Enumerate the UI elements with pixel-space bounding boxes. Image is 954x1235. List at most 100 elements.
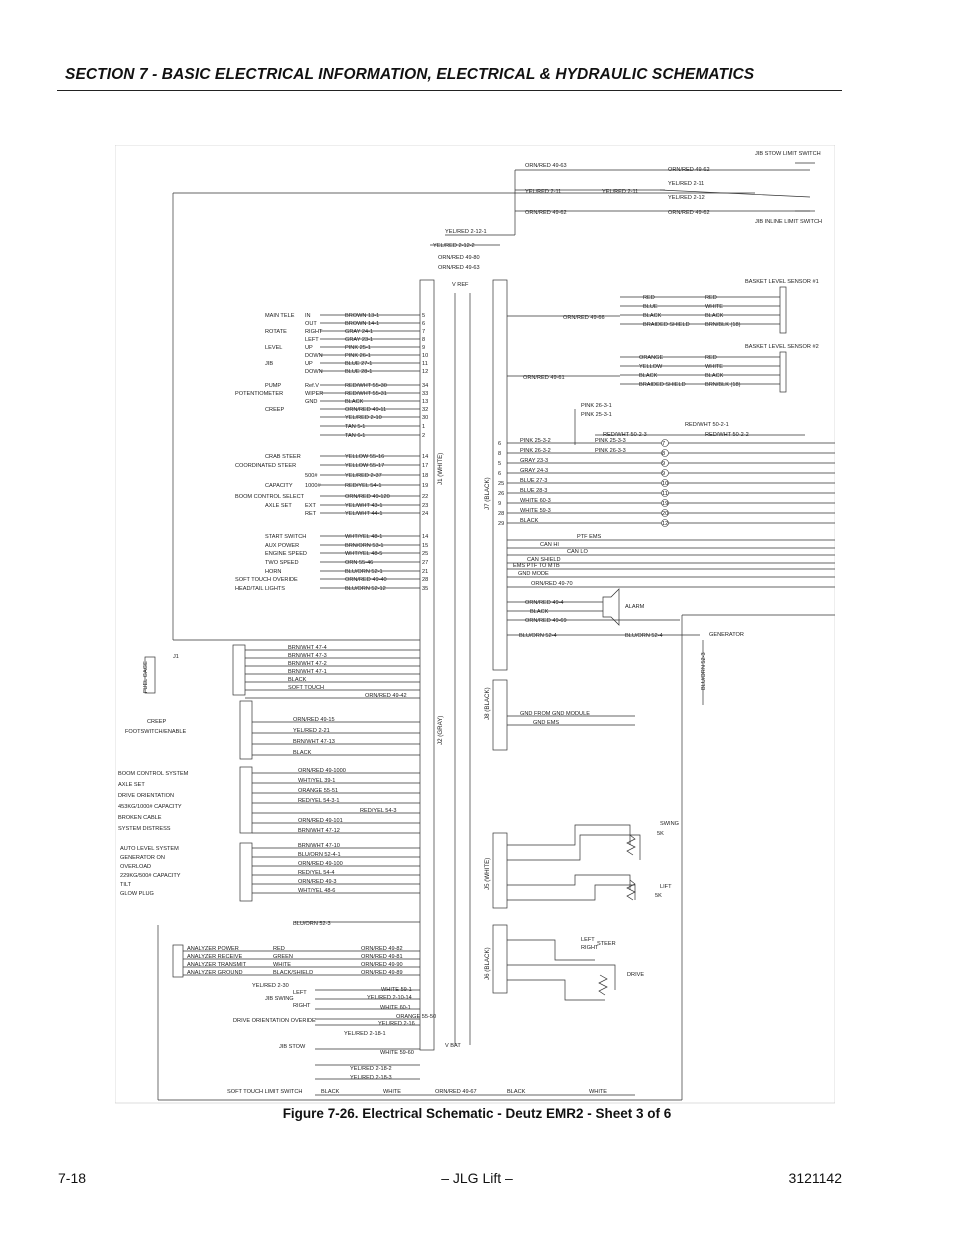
bottom-wire-label: YEL/RED 2-18-3	[350, 1075, 392, 1081]
j4-function-label: AUTO LEVEL SYSTEM	[120, 846, 179, 852]
j4-wire-label: RED/YEL 54-4	[298, 870, 334, 876]
pin-number: 5	[498, 461, 501, 467]
function-label: AUX POWER	[265, 543, 299, 549]
can-label: CAN HI	[540, 542, 559, 548]
j7-wire-label: GRAY 23-3	[520, 458, 548, 464]
can-label: CAN SHIELD	[527, 557, 561, 563]
j3-wire-label: RED/YEL 54-3-1	[298, 798, 339, 804]
j7-wire-label: GRAY 24-3	[520, 468, 548, 474]
j3-wire-label: RED/YEL 54-3	[360, 808, 396, 814]
pin-number: 1	[422, 424, 425, 430]
sensor-wire-label: BLACK	[639, 373, 658, 379]
pin-number: 33	[422, 391, 428, 397]
wire-orn-red-49-61: ORN/RED 49-61	[523, 375, 565, 381]
connector-number: 7	[662, 441, 665, 447]
footer-center: – JLG Lift –	[441, 1170, 513, 1186]
wire-right-1: YEL/RED 2-11	[668, 181, 704, 187]
lift-sub: 5K	[655, 893, 662, 899]
pin-number: 25	[498, 481, 504, 487]
wire-label: YEL/WHT 44-1	[345, 511, 383, 517]
page-number: 7-18	[58, 1170, 87, 1186]
j6-label: J6 (BLACK)	[484, 947, 491, 980]
jib-swing-label: JIB SWING	[265, 996, 294, 1002]
connector-number: 20	[662, 511, 668, 517]
wire-label: RED/WHT 55-31	[345, 391, 387, 397]
pin-number: 8	[422, 337, 425, 343]
bottom-wire-label: ORANGE 55-50	[396, 1014, 436, 1020]
switch-position: UP	[305, 361, 313, 367]
function-label: TWO SPEED	[265, 560, 299, 566]
steer-left: LEFT	[581, 937, 595, 943]
j4-function-label: OVERLOAD	[120, 864, 151, 870]
wire-label: YEL/RED 2-37	[345, 473, 382, 479]
function-label: AXLE SET	[265, 503, 292, 509]
wire-label: BLU/ORN 52-1	[345, 569, 383, 575]
sensor-wire-label: YELLOW	[639, 364, 663, 370]
analyzer-wire-label: ORN/RED 49-89	[361, 970, 403, 976]
connector-number: 8	[662, 451, 665, 457]
analyzer-wire-label: ORN/RED 49-81	[361, 954, 403, 960]
pin-number: 6	[498, 471, 501, 477]
function-label: LEVEL	[265, 345, 282, 351]
wire-label: YELLOW 55-17	[345, 463, 384, 469]
wire-label: PINK 25-1	[345, 345, 371, 351]
electrical-schematic: JIB STOW LIMIT SWITCH JIB INLINE LIMIT S…	[115, 145, 835, 1104]
gnd-ems: GND EMS	[533, 720, 559, 726]
sensor-right-label: BRN/BLK (18)	[705, 382, 741, 388]
pin-number: 12	[422, 369, 428, 375]
j7-far-label: PINK 26-3-3	[595, 448, 626, 454]
function-label: SOFT TOUCH OVERIDE	[235, 577, 298, 583]
sensor-right-label: BRN/BLK (18)	[705, 322, 741, 328]
pin-number: 35	[422, 586, 428, 592]
generator-label: GENERATOR	[709, 632, 744, 638]
bottom-wire-label: YEL/RED 2-30	[252, 983, 289, 989]
analyzer-item-label: ANALYZER TRANSMIT	[187, 962, 247, 968]
connector-number: 9	[662, 461, 665, 467]
bottom-wire-label: YEL/RED 2-16	[378, 1021, 415, 1027]
wire-yel-red-2-12-1: YEL/RED 2-12-1	[445, 229, 487, 235]
alarm-icon	[602, 588, 620, 626]
wire-label: ORN/RED 49-120	[345, 494, 390, 500]
wire-label: BROWN 14-1	[345, 321, 379, 327]
wire-alarm-0: ORN/RED 49-4	[525, 600, 564, 606]
switch-position: Ref.V	[305, 383, 319, 389]
wire-label: WHT/YEL 48-5	[345, 551, 382, 557]
footswitch-label: FOOTSWITCH/ENABLE	[125, 729, 186, 735]
function-label: CRAB STEER	[265, 454, 301, 460]
pin-number: 26	[498, 491, 504, 497]
wire-orn-red-49-66: ORN/RED 49-66	[563, 315, 605, 321]
bottom-wire-label: WHITE	[589, 1089, 607, 1095]
pin-number: 2	[422, 433, 425, 439]
pin-number: 6	[498, 441, 501, 447]
wire-label: BROWN 13-1	[345, 313, 379, 319]
connector-circle	[661, 509, 669, 517]
header-rule	[57, 90, 842, 91]
wire-orn-red-49-80: ORN/RED 49-80	[438, 255, 480, 261]
wire-blu-orn-52-3-b: BLU/ORN 52-3	[293, 921, 331, 927]
j3-function-label: DRIVE ORIENTATION	[118, 793, 174, 799]
switch-position: LEFT	[305, 337, 319, 343]
v-bat-label: V BAT	[445, 1043, 461, 1049]
j2-wire-label: YEL/RED 2-21	[293, 728, 330, 734]
swing-sub: 5K	[657, 831, 664, 837]
pin-number: 13	[422, 399, 428, 405]
wire-label: RED/YEL 54-1	[345, 483, 381, 489]
basket-level-sensor-1-label: BASKET LEVEL SENSOR #1	[745, 279, 819, 285]
switch-position: 500#	[305, 473, 318, 479]
connector-j1-j2	[419, 279, 435, 1051]
bottom-wire-label: YEL/RED 2-18-2	[350, 1066, 392, 1072]
wire-label: YELLOW 55-16	[345, 454, 384, 460]
sensor-right-label: WHITE	[705, 304, 723, 310]
connector-j6	[492, 924, 508, 994]
pin-number: 15	[422, 543, 428, 549]
pin-number: 22	[422, 494, 428, 500]
switch-position: WIPER	[305, 391, 323, 397]
fuel-wire-label: BRN/WHT 47-2	[288, 661, 327, 667]
wire-label: WHT/YEL 48-1	[345, 534, 382, 540]
